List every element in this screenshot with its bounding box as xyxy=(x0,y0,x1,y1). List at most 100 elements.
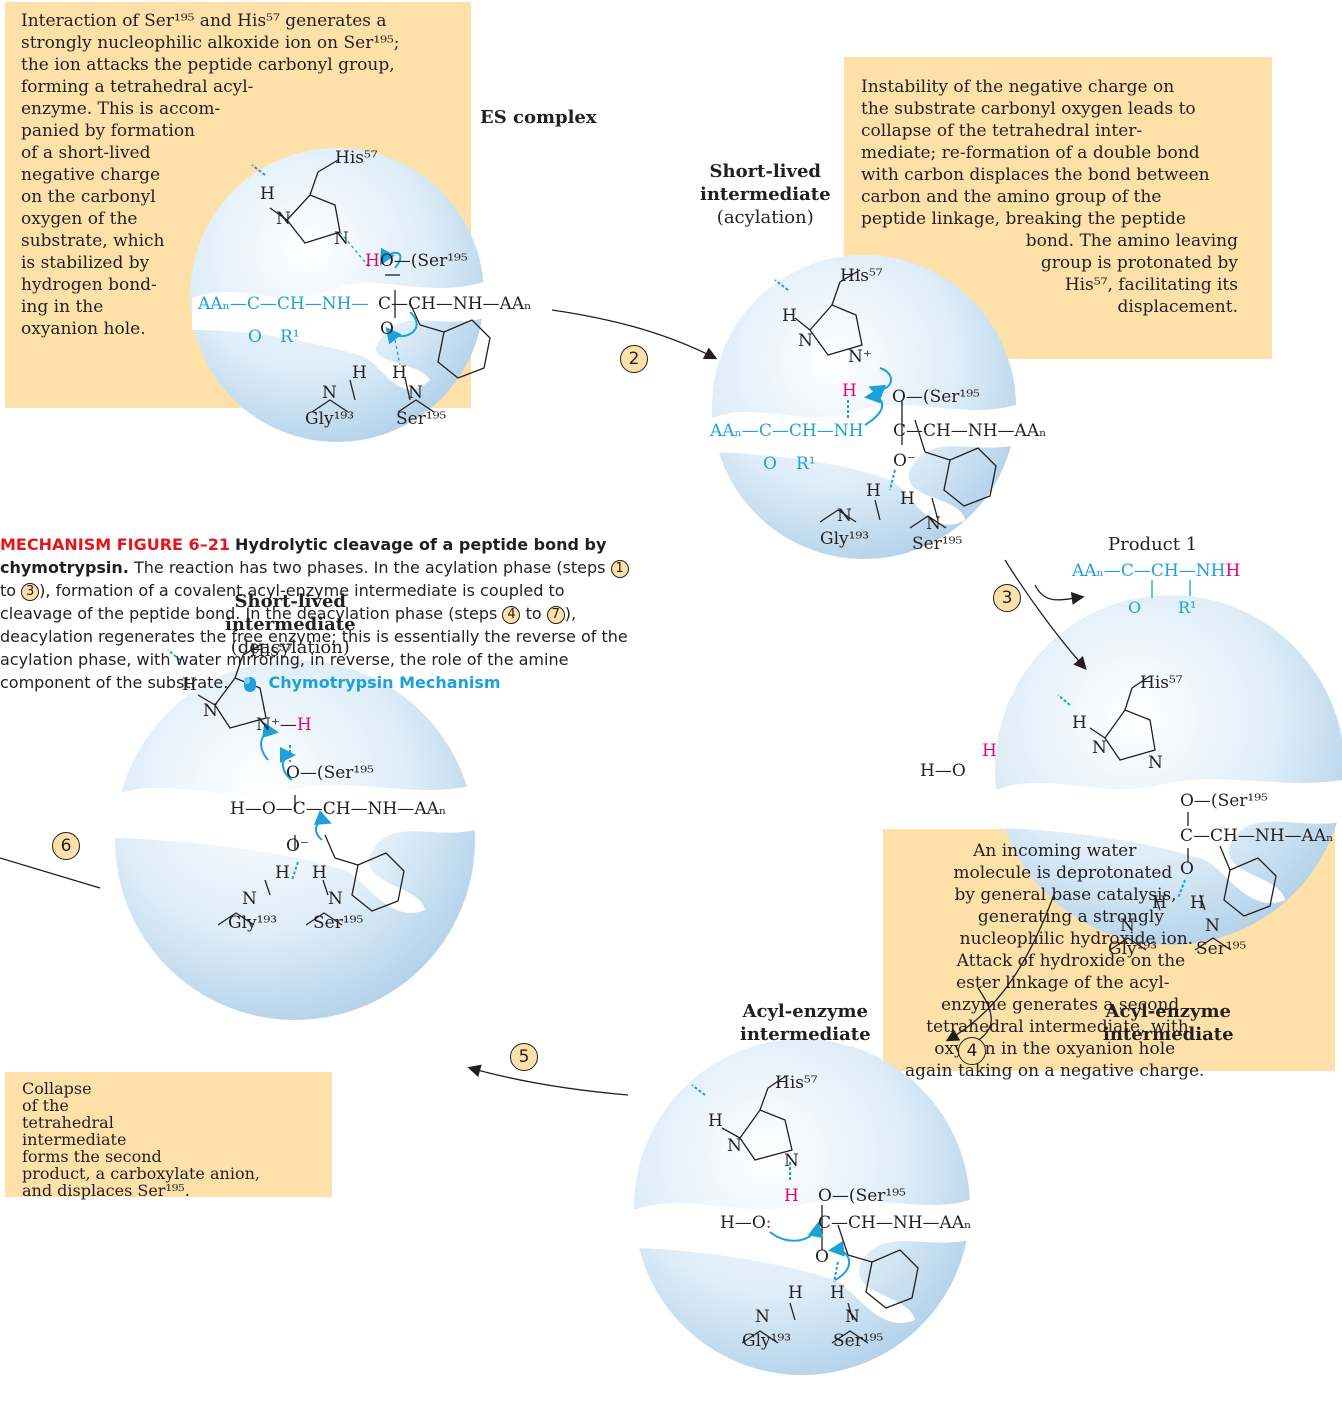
ho-ser-1: HO—(Ser¹⁹⁵ xyxy=(365,251,468,271)
acylation-enzyme xyxy=(712,255,1016,559)
gly193-label-5: Gly¹⁹³ xyxy=(228,913,278,933)
product1-title: Product 1 xyxy=(1108,534,1198,555)
chymotrypsin-mechanism-link[interactable]: Chymotrypsin Mechanism xyxy=(268,673,501,692)
caption-to-2: to xyxy=(525,604,542,623)
r1-label-1: R¹ xyxy=(280,327,300,347)
h-ser-4: H xyxy=(830,1283,845,1303)
acyl-enzyme-lower xyxy=(634,1039,970,1375)
n-plus-5: N⁺—H xyxy=(256,715,312,735)
carbonyl-o-2: O xyxy=(763,454,777,474)
caption-title: MECHANISM FIGURE 6–21 xyxy=(0,535,230,554)
acyl-c-4: C—CH—NH—AAₙ xyxy=(818,1213,972,1233)
n-ser-2: N xyxy=(926,514,941,534)
n-atom-3a: N xyxy=(1092,738,1107,758)
water-molecule: H—O xyxy=(920,761,966,781)
his57-label-4: His⁵⁷ xyxy=(775,1073,818,1093)
product1-o: O xyxy=(1128,598,1142,617)
gly193-label-3: Gly¹⁹³ xyxy=(1108,939,1158,959)
substrate-1: AAₙ—C—CH—NH— xyxy=(198,294,369,314)
step-5-marker: 5 xyxy=(510,1043,538,1071)
acyl-enzyme-right-structure xyxy=(1089,675,1277,951)
caption-step-3: 3 xyxy=(21,582,40,601)
caption-bold: Hydrolytic cleavage of a peptide bond by… xyxy=(0,535,607,577)
es-structure xyxy=(269,159,491,413)
ser195-label-3: Ser¹⁹⁵ xyxy=(1196,939,1247,959)
caption-step-1: 1 xyxy=(610,559,629,578)
h-ser-5: H xyxy=(312,863,327,883)
n-ser-5: N xyxy=(328,889,343,909)
h-atom-4: H xyxy=(708,1111,723,1131)
product1-formula: AAₙ—C—CH—NHH xyxy=(1072,561,1241,581)
acyl-enzyme-lower-structure xyxy=(721,1075,919,1344)
gly193-label-1: Gly¹⁹³ xyxy=(305,409,355,429)
h-atom-2: H xyxy=(782,306,797,326)
h-gly-5: H xyxy=(275,863,290,883)
oxyanion-5: O⁻ xyxy=(286,836,309,856)
acyl-c-3: C—CH—NH—AAₙ xyxy=(1180,826,1334,846)
o-ser-4: O—(Ser¹⁹⁵ xyxy=(818,1186,906,1206)
substrate-2: AAₙ—C—CH—NH xyxy=(710,421,864,441)
tetrahedral-c-5: H—O—C—CH—NH—AAₙ xyxy=(230,799,447,819)
deacylation-structure xyxy=(197,643,405,926)
tetrahedral-c-1: C—CH—NH—AAₙ xyxy=(378,294,532,314)
h-ser-3: H xyxy=(1190,893,1205,913)
o-ser-3: O—(Ser¹⁹⁵ xyxy=(1180,791,1268,811)
acyl-enzyme-right xyxy=(995,595,1342,945)
n-gly-2: N xyxy=(837,506,852,526)
h-transfer-4: H xyxy=(784,1186,799,1206)
h-atom-5: H xyxy=(182,675,197,695)
acyl-enzyme-right-title: Acyl-enzyme intermediate xyxy=(1103,1001,1234,1045)
es-note-text: Interaction of Ser¹⁹⁵ and His⁵⁷ generate… xyxy=(21,11,400,339)
h-gly-2: H xyxy=(866,481,881,501)
h-gly-3: H xyxy=(1152,893,1167,913)
n-gly-1: N xyxy=(322,383,337,403)
step-4-marker: 4 xyxy=(958,1037,986,1065)
step-6-marker: 6 xyxy=(52,832,80,860)
h-ser-1: H xyxy=(392,363,407,383)
n-plus-2: N⁺ xyxy=(848,347,872,367)
tetrahedral-c-2: C—CH—NH—AAₙ xyxy=(893,421,1047,441)
his57-label-3: His⁵⁷ xyxy=(1140,673,1183,693)
carbonyl-o-1: O xyxy=(248,327,262,347)
gly193-label-4: Gly¹⁹³ xyxy=(742,1331,792,1351)
n-atom-4a: N xyxy=(727,1136,742,1156)
caption-text-2: ), formation of a covalent acyl-enzyme i… xyxy=(0,581,565,623)
h-gly-1: H xyxy=(352,363,367,383)
n-atom-4b: N xyxy=(784,1151,799,1171)
h-ser-2: H xyxy=(900,489,915,509)
oxyanion-o-1: O xyxy=(380,319,394,339)
carbonyl-o-4: O xyxy=(815,1247,829,1267)
es-complex-enzyme xyxy=(190,148,484,442)
n-gly-4: N xyxy=(755,1307,770,1327)
product1-r1: R¹ xyxy=(1178,598,1197,617)
acylation-structure xyxy=(794,269,997,529)
o-ser-2: O—(Ser¹⁹⁵ xyxy=(892,387,980,407)
mouse-icon xyxy=(244,676,257,692)
es-complex-title: ES complex xyxy=(480,107,597,128)
his57-label-5: His⁵⁷ xyxy=(250,641,293,661)
collapse-note-text: Instability of the negative charge on th… xyxy=(861,77,1210,229)
o-ser-5: O—(Ser¹⁹⁵ xyxy=(286,763,374,783)
n-atom-1b: N xyxy=(334,229,349,249)
h-gly-4: H xyxy=(788,1283,803,1303)
his57-label-1: His⁵⁷ xyxy=(335,148,378,168)
gly193-label-2: Gly¹⁹³ xyxy=(820,529,870,549)
n-atom-3b: N xyxy=(1148,753,1163,773)
ser195-label-5: Ser¹⁹⁵ xyxy=(313,913,364,933)
n-gly-3: N xyxy=(1120,916,1135,936)
n-ser-3: N xyxy=(1205,916,1220,936)
h-atom-1: H xyxy=(260,184,275,204)
acyl-enzyme-left-title: Acyl-enzyme intermediate xyxy=(740,1001,871,1045)
figure-caption: MECHANISM FIGURE 6–21 Hydrolytic cleavag… xyxy=(0,533,640,694)
carbonyl-o-3: O xyxy=(1180,859,1194,879)
h-atom-3: H xyxy=(1072,713,1087,733)
product2-note-box xyxy=(5,1072,332,1197)
water-h: H xyxy=(982,741,997,761)
ser195-label-4: Ser¹⁹⁵ xyxy=(833,1331,884,1351)
product2-note-text: Collapse of the tetrahedral intermediate… xyxy=(22,1079,260,1200)
ser195-label-1: Ser¹⁹⁵ xyxy=(396,409,447,429)
caption-step-7: 7 xyxy=(546,605,565,624)
water-note-text: An incoming water molecule is deprotonat… xyxy=(905,841,1205,1081)
caption-to-1: to xyxy=(0,581,17,600)
